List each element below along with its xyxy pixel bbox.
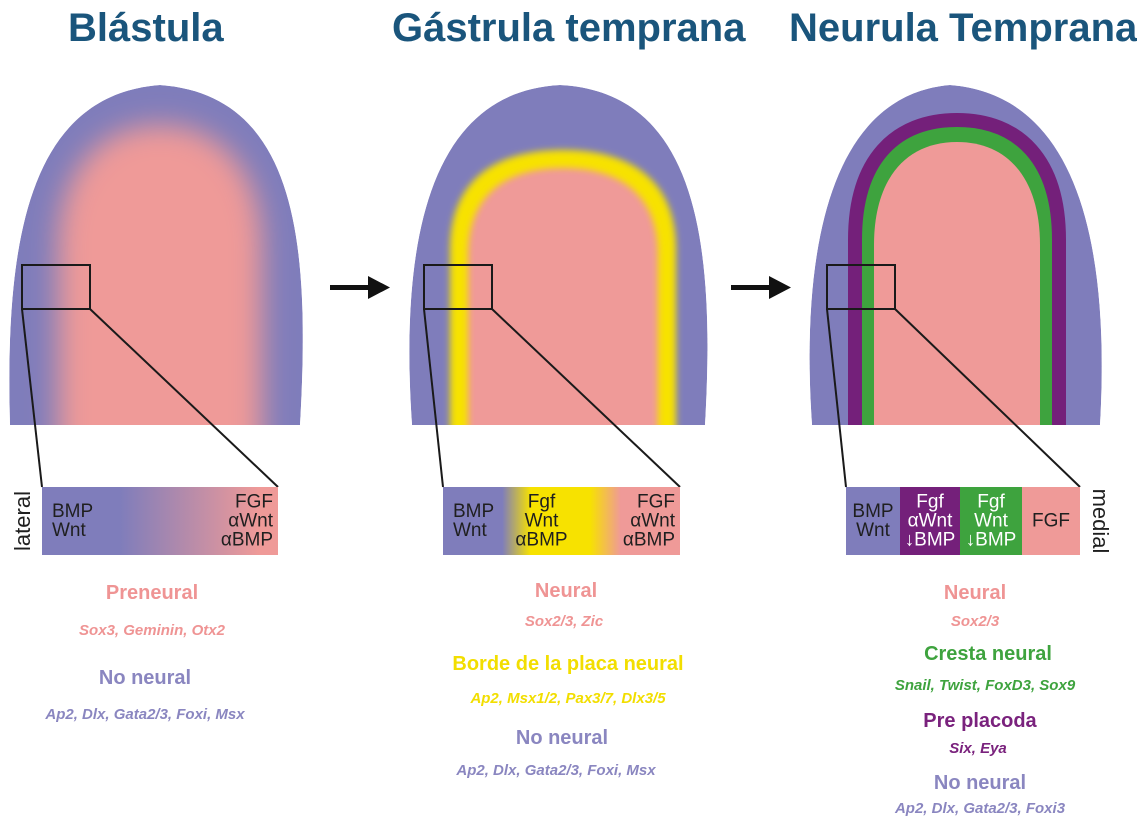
blastula-non-neural-heading: No neural (99, 667, 191, 690)
blastula-non-neural-genes: Ap2, Dlx, Gata2/3, Foxi, Msx (45, 706, 244, 723)
strip-1-right-label: FGF αWnt αBMP (221, 493, 273, 550)
neurula-preplacode-genes: Six, Eya (949, 740, 1007, 757)
blastula-preneural-genes: Sox3, Geminin, Otx2 (79, 622, 225, 639)
neurula-neural-heading: Neural (944, 582, 1006, 605)
strip-3-neural-seg: FGF (1022, 487, 1080, 555)
strip-3-seg2-label: Fgf αWnt ↓BMP (900, 493, 960, 550)
gastrula-non-neural-heading: No neural (516, 727, 608, 750)
gastrula-neural-genes: Sox2/3, Zic (525, 613, 603, 630)
strip-2-mid-label: Fgf Wnt αBMP (511, 493, 572, 550)
gastrula-border-genes: Ap2, Msx1/2, Pax3/7, Dlx3/5 (470, 690, 665, 707)
neurula-crest-genes: Snail, Twist, FoxD3, Sox9 (895, 677, 1075, 694)
gastrula-border-heading: Borde de la placa neural (452, 653, 683, 676)
signal-strip-blastula: BMP Wnt FGF αWnt αBMP (42, 487, 278, 555)
neurula-neural-genes: Sox2/3 (951, 613, 999, 630)
neurula-non-neural-heading: No neural (934, 772, 1026, 795)
signal-strip-gastrula: BMP Wnt Fgf Wnt αBMP FGF αWnt αBMP (443, 487, 680, 555)
strip-3-crest-seg: Fgf Wnt ↓BMP (960, 487, 1022, 555)
strip-2-left-label: BMP Wnt (453, 502, 494, 540)
strip-3-non-neural-seg: BMP Wnt (846, 487, 900, 555)
gastrula-non-neural-genes: Ap2, Dlx, Gata2/3, Foxi, Msx (456, 762, 655, 779)
blastula-preneural-heading: Preneural (106, 582, 198, 605)
strip-2-right-label: FGF αWnt αBMP (623, 493, 675, 550)
strip-1-left-label: BMP Wnt (52, 502, 93, 540)
embryo-1-preneural (58, 125, 262, 460)
lateral-label: lateral (10, 491, 36, 551)
strip-3-seg1-label: BMP Wnt (846, 502, 900, 540)
neurula-crest-heading: Cresta neural (924, 643, 1052, 666)
embryo-3-neural (874, 142, 1040, 460)
medial-label: medial (1087, 489, 1113, 554)
strip-3-preplacode-seg: Fgf αWnt ↓BMP (900, 487, 960, 555)
arrow-2 (731, 276, 791, 299)
strip-3-seg3-label: Fgf Wnt ↓BMP (960, 493, 1022, 550)
signal-strip-neurula: BMP Wnt Fgf αWnt ↓BMP Fgf Wnt ↓BMP FGF (846, 487, 1080, 555)
neurula-preplacode-heading: Pre placoda (923, 710, 1036, 733)
gastrula-neural-heading: Neural (535, 580, 597, 603)
strip-3-seg4-label: FGF (1022, 512, 1080, 531)
arrow-1 (330, 276, 390, 299)
neurula-non-neural-genes: Ap2, Dlx, Gata2/3, Foxi3 (895, 800, 1065, 817)
